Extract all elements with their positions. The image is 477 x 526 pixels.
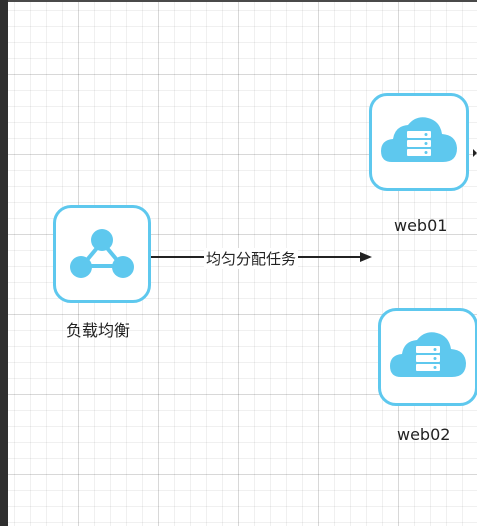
node-load-balancer[interactable] <box>53 205 151 303</box>
node-label-load-balancer: 负载均衡 <box>66 321 131 340</box>
arrowhead-icon <box>360 252 372 262</box>
cloud-server-icon <box>390 332 466 377</box>
cloud-server-icon <box>381 117 457 162</box>
edge-label[interactable]: 均匀分配任务 <box>204 248 299 269</box>
top-panel-edge <box>8 0 477 2</box>
left-panel-edge <box>0 0 8 526</box>
node-web01[interactable] <box>369 93 469 191</box>
partial-arrowhead-icon <box>473 149 477 157</box>
network-share-icon <box>70 229 134 278</box>
node-label-web01: web01 <box>394 216 448 235</box>
node-label-web02: web02 <box>397 425 451 444</box>
node-web02[interactable] <box>378 308 477 406</box>
